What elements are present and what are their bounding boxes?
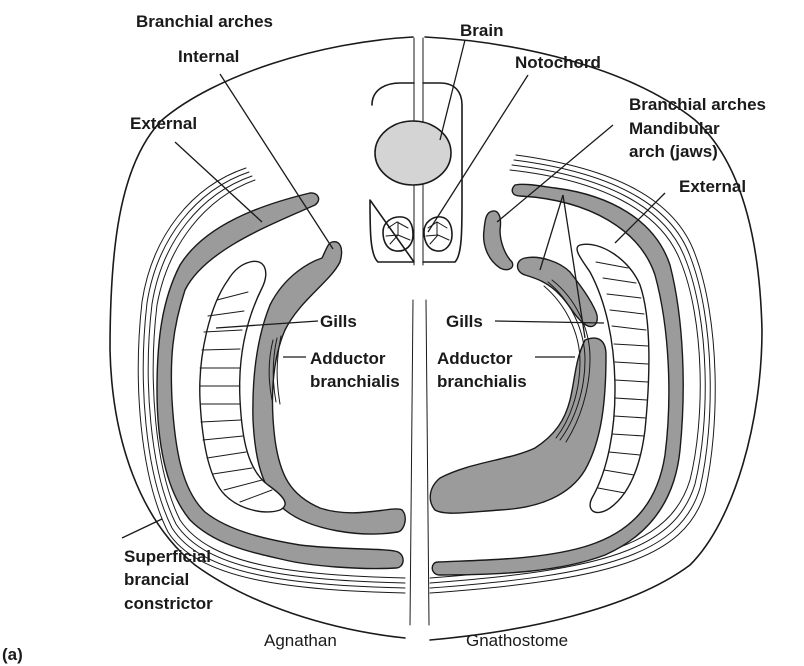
- label-mandibular-line1: Mandibular: [629, 119, 720, 138]
- label-gills-right: Gills: [446, 312, 483, 331]
- label-adductor-right-line1: Adductor: [437, 349, 513, 368]
- label-superficial-line2: brancial: [124, 570, 189, 589]
- mandibular-arch-upper: [484, 211, 513, 270]
- label-adductor-left-line1: Adductor: [310, 349, 386, 368]
- label-branchial-arches-right: Branchial arches: [629, 95, 766, 114]
- label-brain: Brain: [460, 21, 503, 40]
- mandibular-arch-lower: [518, 257, 598, 326]
- midline-lower-left: [410, 300, 413, 625]
- label-gills-left: Gills: [320, 312, 357, 331]
- midline-lower-right: [426, 300, 429, 625]
- label-external-right: External: [679, 177, 746, 196]
- label-adductor-left-line2: branchialis: [310, 372, 400, 391]
- label-mandibular-line2: arch (jaws): [629, 142, 718, 161]
- label-gnathostome: Gnathostome: [466, 631, 568, 650]
- label-adductor-right-line2: branchialis: [437, 372, 527, 391]
- label-notochord: Notochord: [515, 53, 601, 72]
- label-agnathan: Agnathan: [264, 631, 337, 650]
- label-superficial-line1: Superficial: [124, 547, 211, 566]
- label-internal: Internal: [178, 47, 239, 66]
- brain: [375, 121, 451, 185]
- label-external-left: External: [130, 114, 197, 133]
- label-superficial-line3: constrictor: [124, 594, 213, 613]
- label-branchial-arches-left: Branchial arches: [136, 12, 273, 31]
- label-panel-a: (a): [2, 645, 23, 664]
